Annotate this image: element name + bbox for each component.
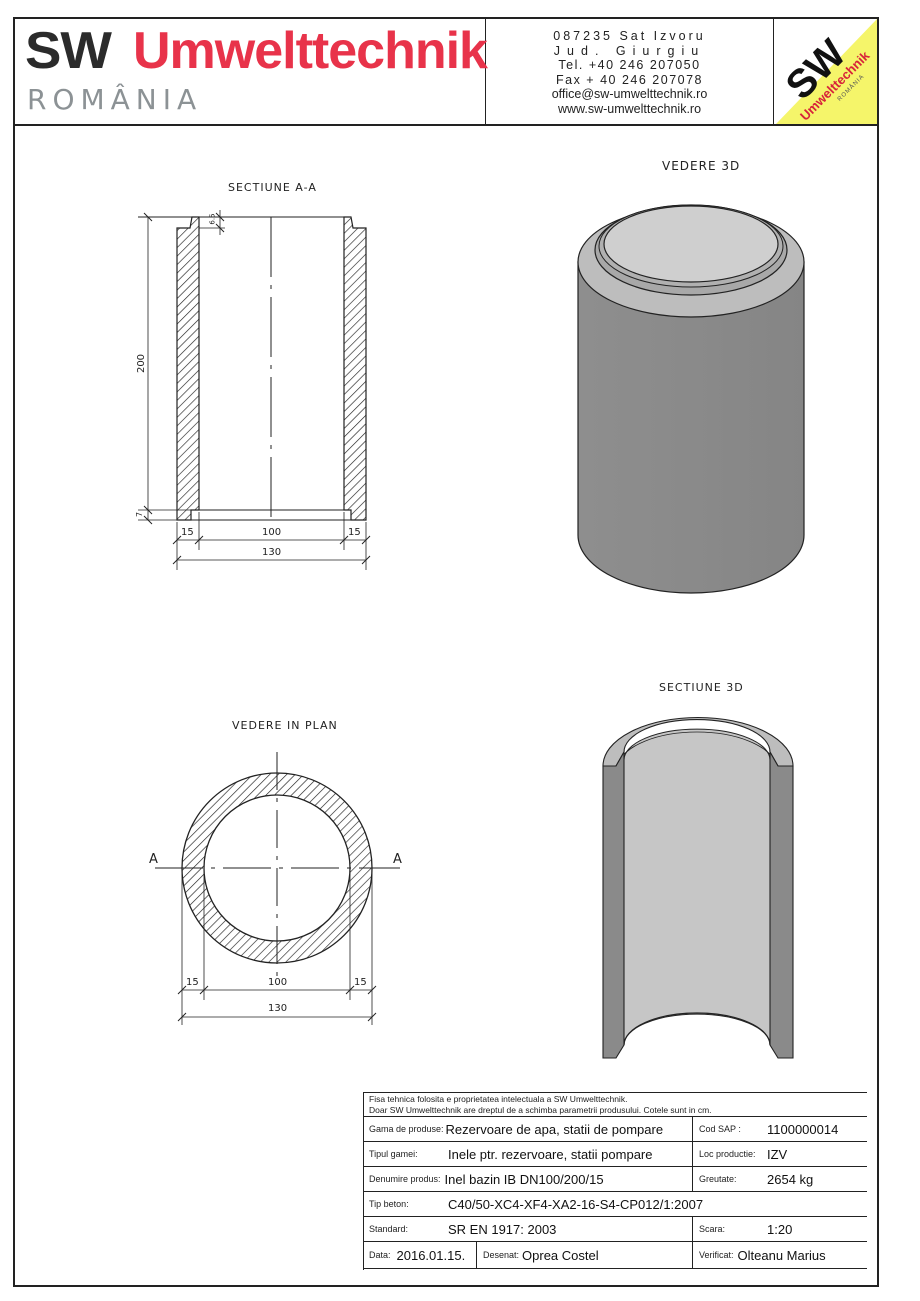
tb-data-value: 2016.01.15. bbox=[396, 1247, 466, 1263]
plan-view bbox=[155, 752, 400, 1025]
3d-view bbox=[577, 204, 805, 594]
dim-top-step: 6.5 bbox=[208, 213, 217, 225]
tb-loc-label: Loc productie: bbox=[699, 1149, 756, 1159]
brand-name: Umwelttechnik bbox=[133, 22, 488, 80]
contact-email[interactable]: office@sw-umwelttechnik.ro bbox=[551, 87, 708, 101]
tb-scara-value: 1:20 bbox=[767, 1221, 793, 1237]
tb-tip-label: Tipul gamei: bbox=[369, 1149, 418, 1159]
tb-row-gama: Gama de produse:Rezervoare de apa, stati… bbox=[364, 1116, 867, 1141]
tb-sap-value: 1100000014 bbox=[767, 1121, 839, 1137]
tb-gama-value: Rezervoare de apa, statii de pompare bbox=[445, 1121, 664, 1137]
header: SW Umwelttechnik ROMÂNIA 087235 Sat Izvo… bbox=[15, 19, 877, 126]
tb-standard-value: SR EN 1917: 2003 bbox=[448, 1221, 557, 1237]
tb-row-denumire: Denumire produs:Inel bazin IB DN100/200/… bbox=[364, 1166, 867, 1191]
tb-greutate-value: 2654 kg bbox=[767, 1171, 814, 1187]
tb-scara-label: Scara: bbox=[699, 1224, 726, 1234]
section-aa-view bbox=[138, 210, 371, 570]
tb-note-line1: Fisa tehnica folosita e proprietatea int… bbox=[369, 1094, 628, 1104]
tb-row-tip: Tipul gamei: Inele ptr. rezervoare, stat… bbox=[364, 1141, 867, 1166]
tb-beton-value: C40/50-XC4-XF4-XA2-16-S4-CP012/1:2007 bbox=[448, 1196, 704, 1212]
tb-note-line2: Doar SW Umwelttechnik are dreptul de a s… bbox=[369, 1105, 712, 1115]
section-mark-left: A bbox=[149, 852, 158, 867]
tb-verificat-label: Verificat: bbox=[699, 1250, 734, 1260]
3d-section-title: SECTIUNE 3D bbox=[659, 681, 744, 694]
tb-beton-label: Tip beton: bbox=[369, 1199, 409, 1209]
dim-inner: 100 bbox=[262, 527, 282, 538]
plan-dim-wall-right: 15 bbox=[354, 977, 367, 988]
tb-standard-label: Standard: bbox=[369, 1224, 409, 1234]
company-logo: SW Umwelttechnik ROMÂNIA bbox=[776, 19, 877, 124]
contact-block: 087235 Sat Izvoru Jud. Giurgiu Tel. +40 … bbox=[486, 19, 774, 124]
tb-row-standard: Standard: SR EN 1917: 2003 Scara: 1:20 bbox=[364, 1216, 867, 1241]
plan-view-title: VEDERE IN PLAN bbox=[232, 719, 338, 732]
tb-loc-value: IZV bbox=[767, 1146, 788, 1162]
tb-gama-label: Gama de produse: bbox=[369, 1124, 444, 1134]
tb-data-label: Data: bbox=[369, 1250, 391, 1260]
plan-dim-wall-left: 15 bbox=[186, 977, 199, 988]
3d-view-title: VEDERE 3D bbox=[662, 159, 741, 173]
dim-wall-right: 15 bbox=[348, 527, 361, 538]
contact-web[interactable]: www.sw-umwelttechnik.ro bbox=[557, 101, 702, 116]
dim-bottom-step: 7 bbox=[135, 511, 145, 518]
plan-dim-inner: 100 bbox=[268, 977, 288, 988]
contact-address: 087235 Sat Izvoru bbox=[553, 29, 706, 43]
3d-section-view bbox=[602, 716, 794, 1060]
drawing-sheet: SW Umwelttechnik ROMÂNIA 087235 Sat Izvo… bbox=[13, 17, 879, 1287]
tb-greutate-label: Greutate: bbox=[699, 1174, 737, 1184]
tb-tip-value: Inele ptr. rezervoare, statii pompare bbox=[448, 1146, 653, 1162]
tb-row-beton: Tip beton: C40/50-XC4-XF4-XA2-16-S4-CP01… bbox=[364, 1191, 867, 1216]
tb-note-row: Fisa tehnica folosita e proprietatea int… bbox=[364, 1092, 867, 1116]
brand-country: ROMÂNIA bbox=[27, 83, 203, 116]
tb-den-value: Inel bazin IB DN100/200/15 bbox=[444, 1171, 604, 1187]
tb-verificat-value: Olteanu Marius bbox=[737, 1247, 826, 1263]
tb-desenat-value: Oprea Costel bbox=[522, 1247, 599, 1263]
tb-den-label: Denumire produs: bbox=[369, 1174, 441, 1184]
tb-row-data: Data: 2016.01.15. Desenat:Oprea Costel Ve… bbox=[364, 1241, 867, 1269]
title-block: Fisa tehnica folosita e proprietatea int… bbox=[363, 1092, 867, 1270]
dim-height: 200 bbox=[136, 353, 148, 374]
contact-county: Jud. Giurgiu bbox=[553, 43, 706, 58]
brand-sw: SW bbox=[25, 22, 112, 80]
section-mark-right: A bbox=[393, 852, 402, 867]
section-aa-title: SECTIUNE A-A bbox=[228, 181, 317, 194]
tb-desenat-label: Desenat: bbox=[483, 1250, 520, 1260]
brand-block: SW Umwelttechnik ROMÂNIA bbox=[15, 19, 488, 124]
tb-sap-label: Cod SAP : bbox=[699, 1124, 741, 1134]
dim-outer: 130 bbox=[262, 547, 282, 558]
dim-wall-left: 15 bbox=[181, 527, 194, 538]
plan-dim-outer: 130 bbox=[268, 1003, 288, 1014]
contact-fax: Fax + 40 246 207078 bbox=[556, 72, 703, 87]
contact-tel: Tel. +40 246 207050 bbox=[558, 58, 701, 72]
